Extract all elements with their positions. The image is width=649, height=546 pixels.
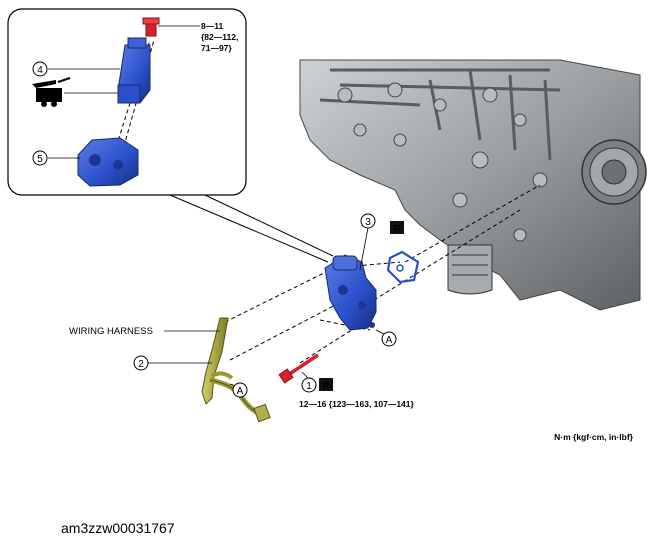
- oil-can-label: OIL: [45, 94, 53, 100]
- svg-text:2: 2: [138, 359, 144, 370]
- torque-top-line1: 8—11: [201, 21, 223, 31]
- svg-text:1: 1: [306, 381, 312, 392]
- main-valve-assembly: [324, 254, 377, 331]
- replace-mark-gasket: R: [390, 221, 404, 235]
- callout-1: 1: [301, 371, 317, 393]
- torque-top-line2: {82—112,: [201, 32, 238, 42]
- svg-text:A: A: [237, 386, 244, 397]
- wiring-harness-label: WIRING HARNESS: [69, 326, 153, 337]
- engine-block: [299, 59, 647, 311]
- replace-mark-bolt: R: [319, 378, 333, 392]
- torque-bottom: 12—16 {123—163, 107—141}: [299, 399, 415, 409]
- callout-2: 2: [133, 355, 212, 371]
- svg-text:A: A: [386, 335, 393, 346]
- detail-inset: [7, 8, 334, 263]
- svg-text:R: R: [393, 224, 401, 235]
- oil-control-valve: [117, 37, 151, 104]
- svg-text:4: 4: [37, 65, 43, 76]
- units-label: N·m {kgf·cm, in·lbf}: [554, 432, 634, 442]
- bolt-1: [278, 353, 319, 384]
- ocv-housing: [77, 137, 139, 187]
- callout-5: 5: [32, 150, 80, 166]
- image-id: am3zzw00031767: [61, 520, 175, 536]
- callout-4: 4: [32, 61, 120, 77]
- svg-text:R: R: [322, 381, 330, 392]
- callout-A-upper: A: [375, 329, 397, 347]
- torque-top-line3: 71—97}: [201, 43, 232, 53]
- callout-3: 3: [359, 213, 376, 271]
- callout-A-lower: A: [229, 382, 248, 398]
- wiring-harness: [201, 317, 271, 423]
- inset-bolt: [142, 17, 160, 37]
- svg-text:5: 5: [37, 154, 43, 165]
- svg-text:3: 3: [365, 217, 371, 228]
- oil-can-icon: OIL: [32, 77, 71, 107]
- gasket: [386, 250, 420, 284]
